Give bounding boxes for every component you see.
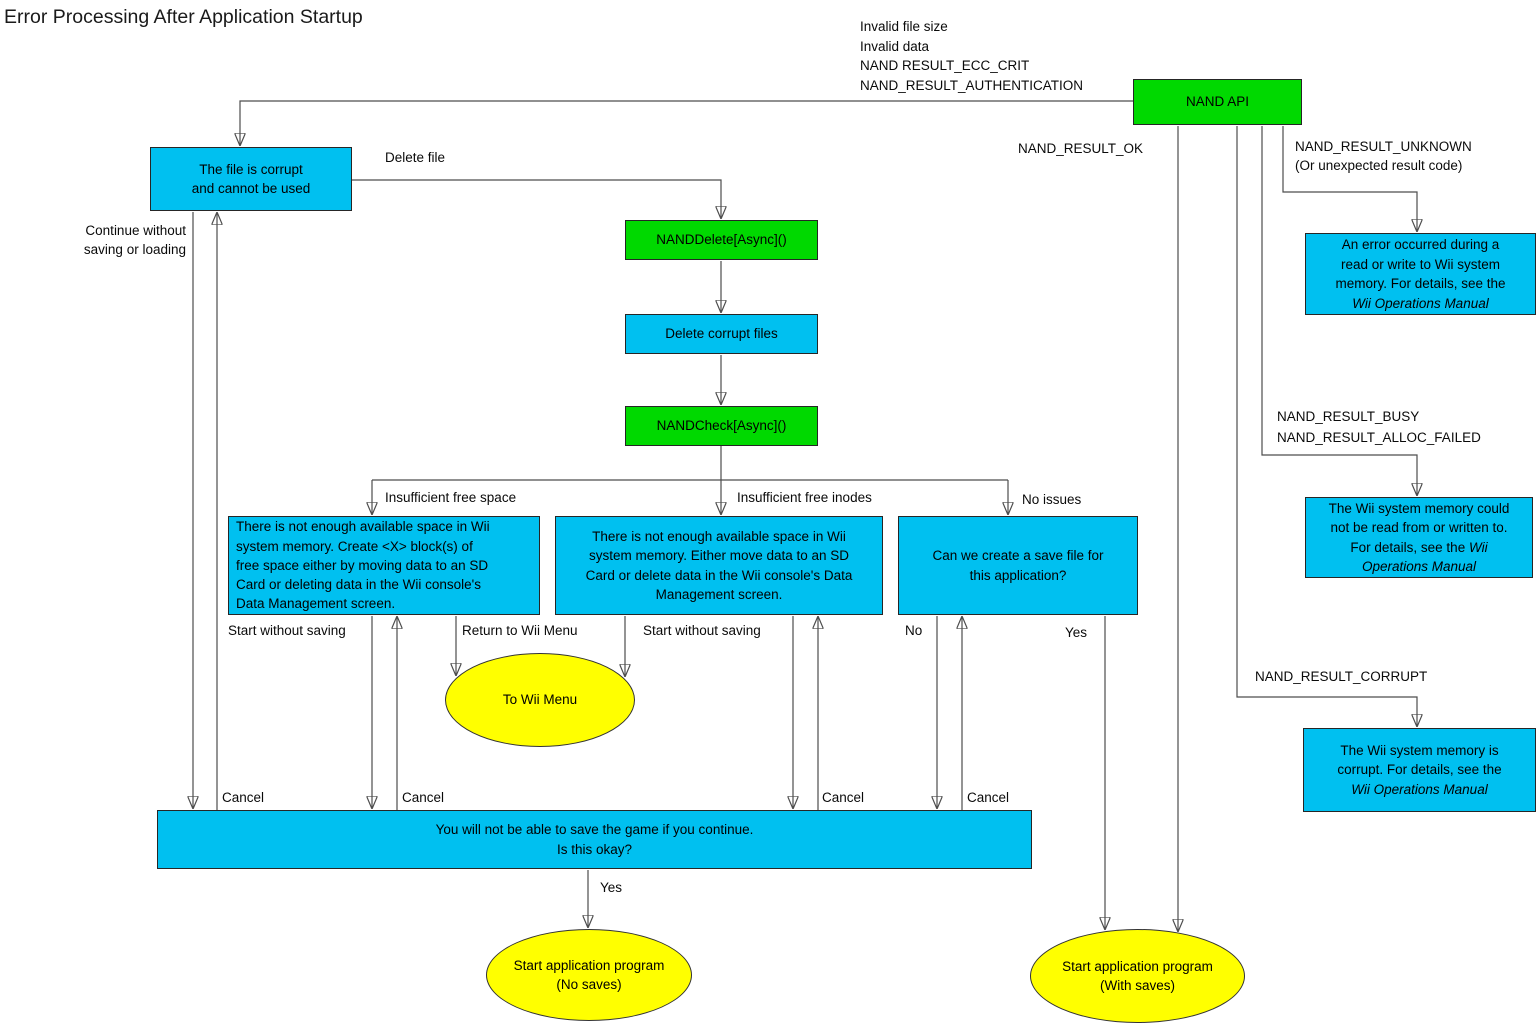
nand-api-node: NAND API <box>1133 79 1302 125</box>
to-wii-menu-terminal: To Wii Menu <box>445 653 635 747</box>
start-no-saves-terminal: Start application program (No saves) <box>486 929 692 1021</box>
start-with-saves-text: Start application program (With saves) <box>1062 958 1213 994</box>
edge-nandapi-to-filecorrupt <box>240 100 1133 145</box>
result-corrupt-text: The Wii system memory is corrupt. For de… <box>1337 742 1502 797</box>
label-nand-result-corrupt: NAND_RESULT_CORRUPT <box>1255 669 1428 684</box>
file-corrupt-node: The file is corrupt and cannot be used <box>150 147 352 211</box>
insufficient-inodes-node: There is not enough available space in W… <box>555 516 883 615</box>
create-save-file-node: Can we create a save file for this appli… <box>898 516 1138 615</box>
page-title: Error Processing After Application Start… <box>4 6 363 28</box>
label-start-without-saving-1: Start without saving <box>228 623 346 638</box>
label-yes-create: Yes <box>1065 625 1088 640</box>
label-no-issues: No issues <box>1022 492 1082 507</box>
result-busy-text: The Wii system memory could not be read … <box>1328 500 1510 575</box>
label-ecc-crit: NAND RESULT_ECC_CRIT <box>860 58 1030 73</box>
start-no-saves-text: Start application program (No saves) <box>513 957 665 993</box>
label-nand-result-busy: NAND_RESULT_BUSY <box>1277 409 1420 424</box>
label-return-to-wii-menu: Return to Wii Menu <box>462 623 578 638</box>
nand-delete-node: NANDDelete[Async]() <box>625 220 818 260</box>
label-delete-file: Delete file <box>385 150 446 165</box>
nand-check-label: NANDCheck[Async]() <box>656 418 787 434</box>
label-insufficient-free-space: Insufficient free space <box>385 490 517 505</box>
confirm-no-save-text: You will not be able to save the game if… <box>435 822 754 857</box>
delete-corrupt-files-label: Delete corrupt files <box>665 326 778 342</box>
label-invalid-data: Invalid data <box>860 39 930 54</box>
edge-delete-file <box>352 179 721 218</box>
create-save-file-text: Can we create a save file for this appli… <box>932 548 1104 583</box>
to-wii-menu-label: To Wii Menu <box>502 692 578 708</box>
label-nand-result-ok: NAND_RESULT_OK <box>1018 141 1144 156</box>
label-insufficient-free-inodes: Insufficient free inodes <box>737 490 872 505</box>
label-cancel-3: Cancel <box>822 790 865 805</box>
label-yes-confirm: Yes <box>600 880 623 895</box>
confirm-no-save-node: You will not be able to save the game if… <box>157 810 1032 869</box>
label-cancel-4: Cancel <box>967 790 1010 805</box>
start-with-saves-terminal: Start application program (With saves) <box>1030 929 1245 1023</box>
label-continue-without-saving: Continue without saving or loading <box>83 223 186 257</box>
label-no: No <box>905 623 923 638</box>
label-nand-result-unknown: NAND_RESULT_UNKNOWN <box>1295 139 1472 154</box>
edge-nand-result-busy <box>1261 126 1417 495</box>
label-nand-result-unknown-2: (Or unexpected result code) <box>1295 158 1463 173</box>
result-unknown-node: An error occurred during a read or write… <box>1305 233 1536 315</box>
result-unknown-text: An error occurred during a read or write… <box>1335 237 1506 311</box>
edge-nand-result-corrupt <box>1236 126 1417 726</box>
result-corrupt-node: The Wii system memory is corrupt. For de… <box>1303 728 1536 812</box>
nand-delete-label: NANDDelete[Async]() <box>656 232 787 248</box>
label-cancel-2: Cancel <box>402 790 445 805</box>
label-nand-result-alloc-failed: NAND_RESULT_ALLOC_FAILED <box>1277 430 1481 445</box>
label-authentication: NAND_RESULT_AUTHENTICATION <box>860 78 1084 93</box>
result-busy-node: The Wii system memory could not be read … <box>1305 497 1533 578</box>
label-cancel-1: Cancel <box>222 790 265 805</box>
delete-corrupt-files-node: Delete corrupt files <box>625 314 818 354</box>
insufficient-space-text: There is not enough available space in W… <box>236 519 490 612</box>
insufficient-inodes-text: There is not enough available space in W… <box>585 528 853 603</box>
edge-nand-result-unknown <box>1282 126 1417 231</box>
nand-api-label: NAND API <box>1185 94 1250 110</box>
file-corrupt-text: The file is corrupt and cannot be used <box>191 161 311 197</box>
nand-check-node: NANDCheck[Async]() <box>625 406 818 446</box>
insufficient-space-node: There is not enough available space in W… <box>228 516 540 615</box>
label-start-without-saving-2: Start without saving <box>643 623 761 638</box>
label-invalid-file-size: Invalid file size <box>860 19 948 34</box>
